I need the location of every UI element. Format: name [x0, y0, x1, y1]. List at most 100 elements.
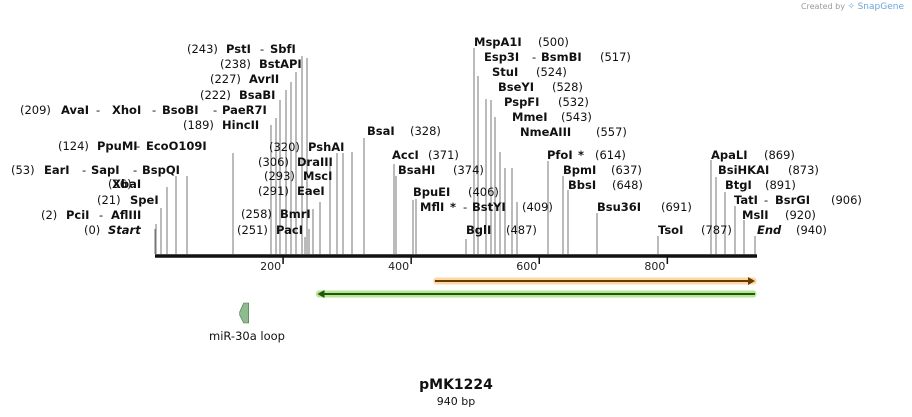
enzyme-label: XhoI [112, 103, 141, 117]
enzyme-label: BsaHI [398, 163, 435, 177]
site-position-label: (648) [612, 178, 643, 192]
credit-prefix: Created by [800, 2, 845, 11]
site-position-label: (532) [558, 95, 589, 109]
site-position-label: (869) [764, 148, 795, 162]
enzyme-label: EarI [44, 163, 70, 177]
enzyme-label: Bsu36I [597, 200, 641, 214]
site-position-label: (227) [210, 72, 241, 86]
site-position-label: (189) [183, 118, 214, 132]
enzyme-label: BsaBI [239, 88, 275, 102]
enzyme-label: MflI [420, 200, 444, 214]
enzyme-label: NmeAIII [520, 125, 571, 139]
site-position-label: (524) [536, 65, 567, 79]
enzyme-label: PstI [226, 42, 251, 56]
enzyme-label: PaeR7I [222, 103, 267, 117]
enzyme-label: PpuMI [97, 139, 138, 153]
enzyme-label: SpeI [130, 193, 159, 207]
plasmid-name: pMK1224 [419, 377, 493, 393]
enzyme-label: BsrGI [775, 193, 810, 207]
enzyme-label: * [578, 148, 584, 162]
site-position-label: (209) [20, 103, 51, 117]
site-position-label: (406) [468, 185, 499, 199]
ruler-tick-label: 600 [516, 260, 537, 273]
site-position-label: (371) [428, 148, 459, 162]
site-labels: (0)Start(2)PciI-AflIII(21)SpeI(36)XbaI(5… [11, 35, 862, 237]
enzyme-label: HincII [222, 118, 259, 132]
site-position-label: - [96, 103, 100, 117]
enzyme-label: PspFI [504, 95, 539, 109]
enzyme-label: DraIII [297, 155, 333, 169]
enzyme-label: BstAPI [259, 57, 302, 71]
enzyme-label: AflIII [111, 208, 141, 222]
site-position-label: (2) [41, 208, 57, 222]
site-position-label: - [152, 103, 156, 117]
enzyme-label: BmrI [280, 207, 311, 221]
mir-loop-label: miR-30a loop [209, 329, 285, 343]
ruler-tick-label: 200 [260, 260, 281, 273]
site-position-label: (528) [552, 80, 583, 94]
enzyme-label: XbaI [112, 177, 141, 191]
enzyme-label: AccI [392, 148, 419, 162]
enzyme-label: BsmBI [541, 50, 582, 64]
enzyme-label: MscI [303, 169, 332, 183]
site-position-label: (487) [506, 223, 537, 237]
enzyme-label: ApaLI [711, 148, 748, 162]
enzyme-label: BpuEI [413, 185, 450, 199]
green-feature-arrowhead [317, 290, 325, 298]
enzyme-label: AvrII [249, 72, 279, 86]
site-position-label: (291) [258, 184, 289, 198]
enzyme-label: BspQI [142, 163, 180, 177]
enzyme-label: BsaI [367, 124, 395, 138]
site-position-label: (374) [453, 163, 484, 177]
enzyme-label: EaeI [297, 184, 325, 198]
site-position-label: (251) [237, 223, 268, 237]
orange-feature-arrowhead [748, 277, 755, 285]
site-position-label: - [213, 103, 217, 117]
site-leader-lines [154, 48, 756, 254]
site-position-label: (637) [611, 163, 642, 177]
enzyme-label: BbsI [568, 178, 596, 192]
site-position-label: (500) [538, 35, 569, 49]
plasmid-length: 940 bp [436, 395, 476, 408]
ruler-tick-label: 400 [388, 260, 409, 273]
site-position-label: (920) [785, 208, 816, 222]
site-position-label: - [133, 163, 137, 177]
site-position-label: (306) [258, 155, 289, 169]
features: miR-30a loop [209, 277, 757, 343]
enzyme-label: TatI [734, 193, 758, 207]
site-position-label: - [136, 139, 140, 153]
site-position-label: (238) [220, 57, 251, 71]
site-position-label: (320) [269, 140, 300, 154]
site-position-label: - [764, 193, 768, 207]
mir-loop-marker [239, 302, 249, 324]
site-position-label: (517) [600, 50, 631, 64]
site-position-label: (243) [187, 42, 218, 56]
enzyme-label: TsoI [658, 223, 683, 237]
site-position-label: (53) [11, 163, 35, 177]
site-position-label: (787) [701, 223, 732, 237]
enzyme-label: Start [108, 223, 141, 237]
enzyme-label: BseYI [498, 80, 534, 94]
enzyme-label: PfoI [547, 148, 573, 162]
site-position-label: (328) [410, 124, 441, 138]
enzyme-label: AvaI [61, 103, 89, 117]
site-position-label: (222) [200, 88, 231, 102]
site-position-label: - [82, 163, 86, 177]
credit-line: Created by ✧ SnapGene [801, 2, 904, 12]
site-position-label: (0) [84, 223, 100, 237]
site-position-label: (124) [58, 139, 89, 153]
enzyme-label: Esp3I [484, 50, 519, 64]
credit-brand: SnapGene [857, 2, 904, 12]
enzyme-label: End [757, 223, 782, 237]
enzyme-label: MmeI [512, 110, 548, 124]
site-position-label: - [260, 42, 264, 56]
enzyme-label: SapI [91, 163, 120, 177]
site-position-label: (906) [831, 193, 862, 207]
site-position-label: - [532, 50, 536, 64]
enzyme-label: BtgI [725, 178, 752, 192]
enzyme-label: BsoBI [162, 103, 199, 117]
enzyme-label: BglI [466, 223, 491, 237]
enzyme-label: BstYI [472, 200, 506, 214]
